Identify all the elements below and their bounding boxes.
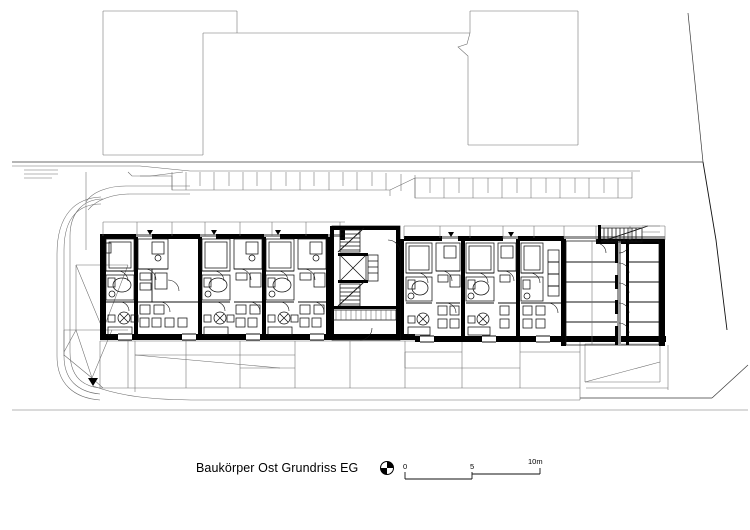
apartment-unit <box>105 238 139 336</box>
scale-tick-10: 10m <box>528 457 543 466</box>
apartment-unit <box>201 238 263 336</box>
street-lines <box>12 161 703 250</box>
central-stair-core <box>330 225 401 341</box>
building-outer-walls <box>100 230 666 346</box>
drawing-caption: Baukörper Ost Grundriss EG <box>196 461 359 475</box>
elevator-shaft <box>338 253 368 283</box>
scale-tick-5: 5 <box>470 462 475 471</box>
neighbouring-building-outline <box>102 10 579 156</box>
site-boundary-line <box>580 12 749 399</box>
structural-grid <box>102 221 666 240</box>
stair-flight <box>337 227 379 307</box>
apartment-unit <box>137 238 198 328</box>
curved-path <box>12 185 748 411</box>
apartment-units <box>105 237 561 340</box>
south-facade-openings <box>118 333 550 343</box>
parking-bays <box>127 171 633 199</box>
north-arrow-icon <box>380 461 394 475</box>
exterior-stair <box>598 225 660 243</box>
apartment-unit <box>520 242 561 329</box>
scale-tick-0: 0 <box>403 462 408 471</box>
apartment-unit <box>465 242 517 336</box>
private-terraces <box>99 340 669 400</box>
apartment-unit <box>265 238 327 336</box>
lobby-hatch <box>331 309 397 321</box>
north-facade-markers <box>121 230 548 240</box>
storage-rooms-block <box>565 240 660 346</box>
scale-bar <box>404 468 541 480</box>
apartment-unit <box>405 242 461 336</box>
